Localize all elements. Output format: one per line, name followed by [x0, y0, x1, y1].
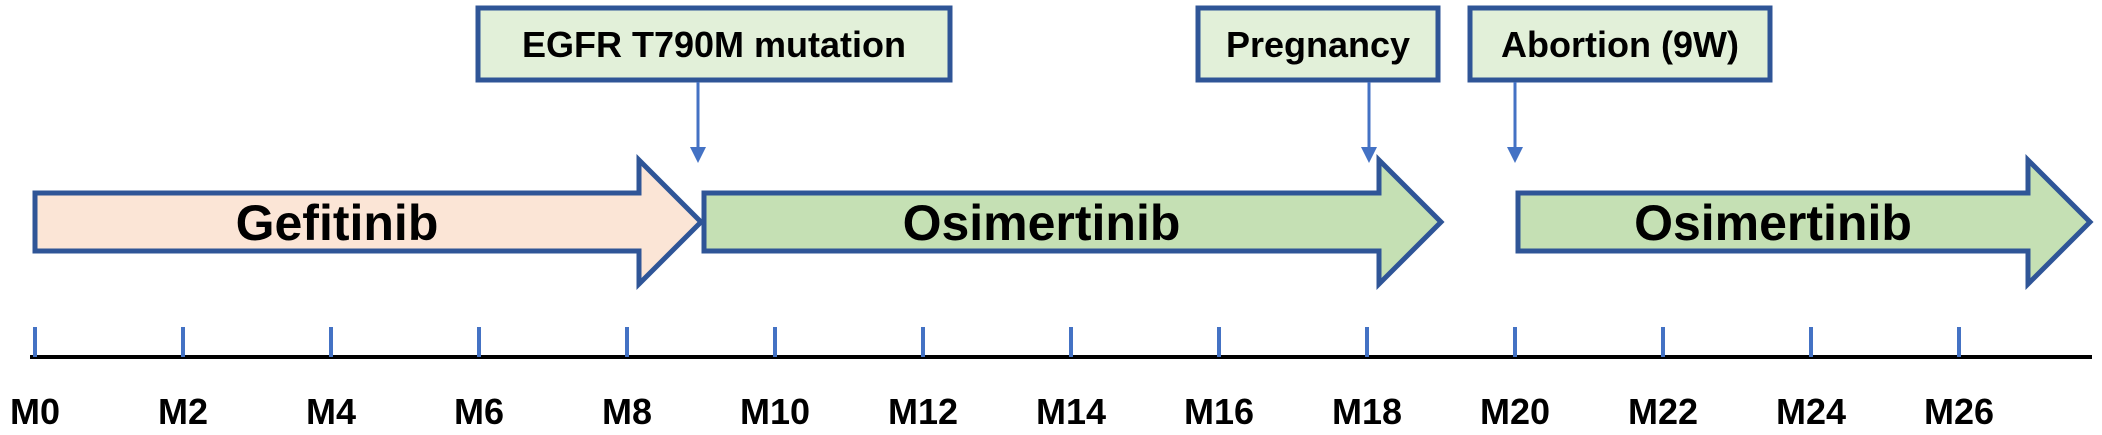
axis-tick-M22: M22	[1628, 327, 1698, 432]
tick-label: M22	[1628, 391, 1698, 432]
tick-label: M20	[1480, 391, 1550, 432]
axis-tick-M26: M26	[1924, 327, 1994, 432]
tick-label: M2	[158, 391, 208, 432]
axis-tick-M24: M24	[1776, 327, 1846, 432]
axis-tick-M16: M16	[1184, 327, 1254, 432]
event-label: Abortion (9W)	[1501, 24, 1739, 65]
tick-label: M16	[1184, 391, 1254, 432]
axis-tick-M20: M20	[1480, 327, 1550, 432]
event-pointer-arrowhead	[1507, 147, 1523, 163]
therapy-arrow-shape	[1515, 153, 2094, 291]
therapy-arrows: Gefitinib Osimertinib Osimertinib	[32, 153, 2094, 291]
event-callout-1: EGFR T790M mutation	[475, 5, 953, 163]
tick-label: M14	[1036, 391, 1106, 432]
event-box	[475, 5, 953, 83]
axis-tick-M10: M10	[740, 327, 810, 432]
tick-label: M4	[306, 391, 356, 432]
tick-label: M8	[602, 391, 652, 432]
axis-tick-M0: M0	[10, 327, 60, 432]
event-callout-3: Abortion (9W)	[1467, 5, 1773, 163]
tick-label: M10	[740, 391, 810, 432]
event-pointer-arrowhead	[1361, 147, 1377, 163]
event-label: EGFR T790M mutation	[522, 24, 906, 65]
axis-tick-M14: M14	[1036, 327, 1106, 432]
tick-label: M0	[10, 391, 60, 432]
axis-tick-M12: M12	[888, 327, 958, 432]
axis-tick-M18: M18	[1332, 327, 1402, 432]
therapy-label: Osimertinib	[903, 195, 1181, 251]
therapy-label: Gefitinib	[236, 195, 439, 251]
event-box	[1195, 5, 1441, 83]
tick-label: M12	[888, 391, 958, 432]
month-axis: M0 M2 M4 M6 M8 M10 M12 M14 M16 M18 M20 M22 M24 M26	[10, 327, 2092, 432]
event-box	[1467, 5, 1773, 83]
tick-label: M18	[1332, 391, 1402, 432]
event-label: Pregnancy	[1226, 24, 1410, 65]
event-callout-2: Pregnancy	[1195, 5, 1441, 163]
tick-label: M24	[1776, 391, 1846, 432]
event-pointer-arrowhead	[690, 147, 706, 163]
event-callouts: EGFR T790M mutation Pregnancy Abortion (9W…	[475, 5, 1773, 163]
axis-tick-M2: M2	[158, 327, 208, 432]
therapy-arrow-shape	[32, 153, 705, 291]
axis-tick-M8: M8	[602, 327, 652, 432]
therapy-arrow-3: Osimertinib	[1515, 153, 2094, 291]
tick-label: M26	[1924, 391, 1994, 432]
tick-label: M6	[454, 391, 504, 432]
therapy-arrow-shape	[701, 153, 1445, 291]
therapy-arrow-2: Osimertinib	[701, 153, 1445, 291]
axis-tick-M4: M4	[306, 327, 356, 432]
therapy-arrow-1: Gefitinib	[32, 153, 705, 291]
therapy-label: Osimertinib	[1634, 195, 1912, 251]
axis-tick-M6: M6	[454, 327, 504, 432]
